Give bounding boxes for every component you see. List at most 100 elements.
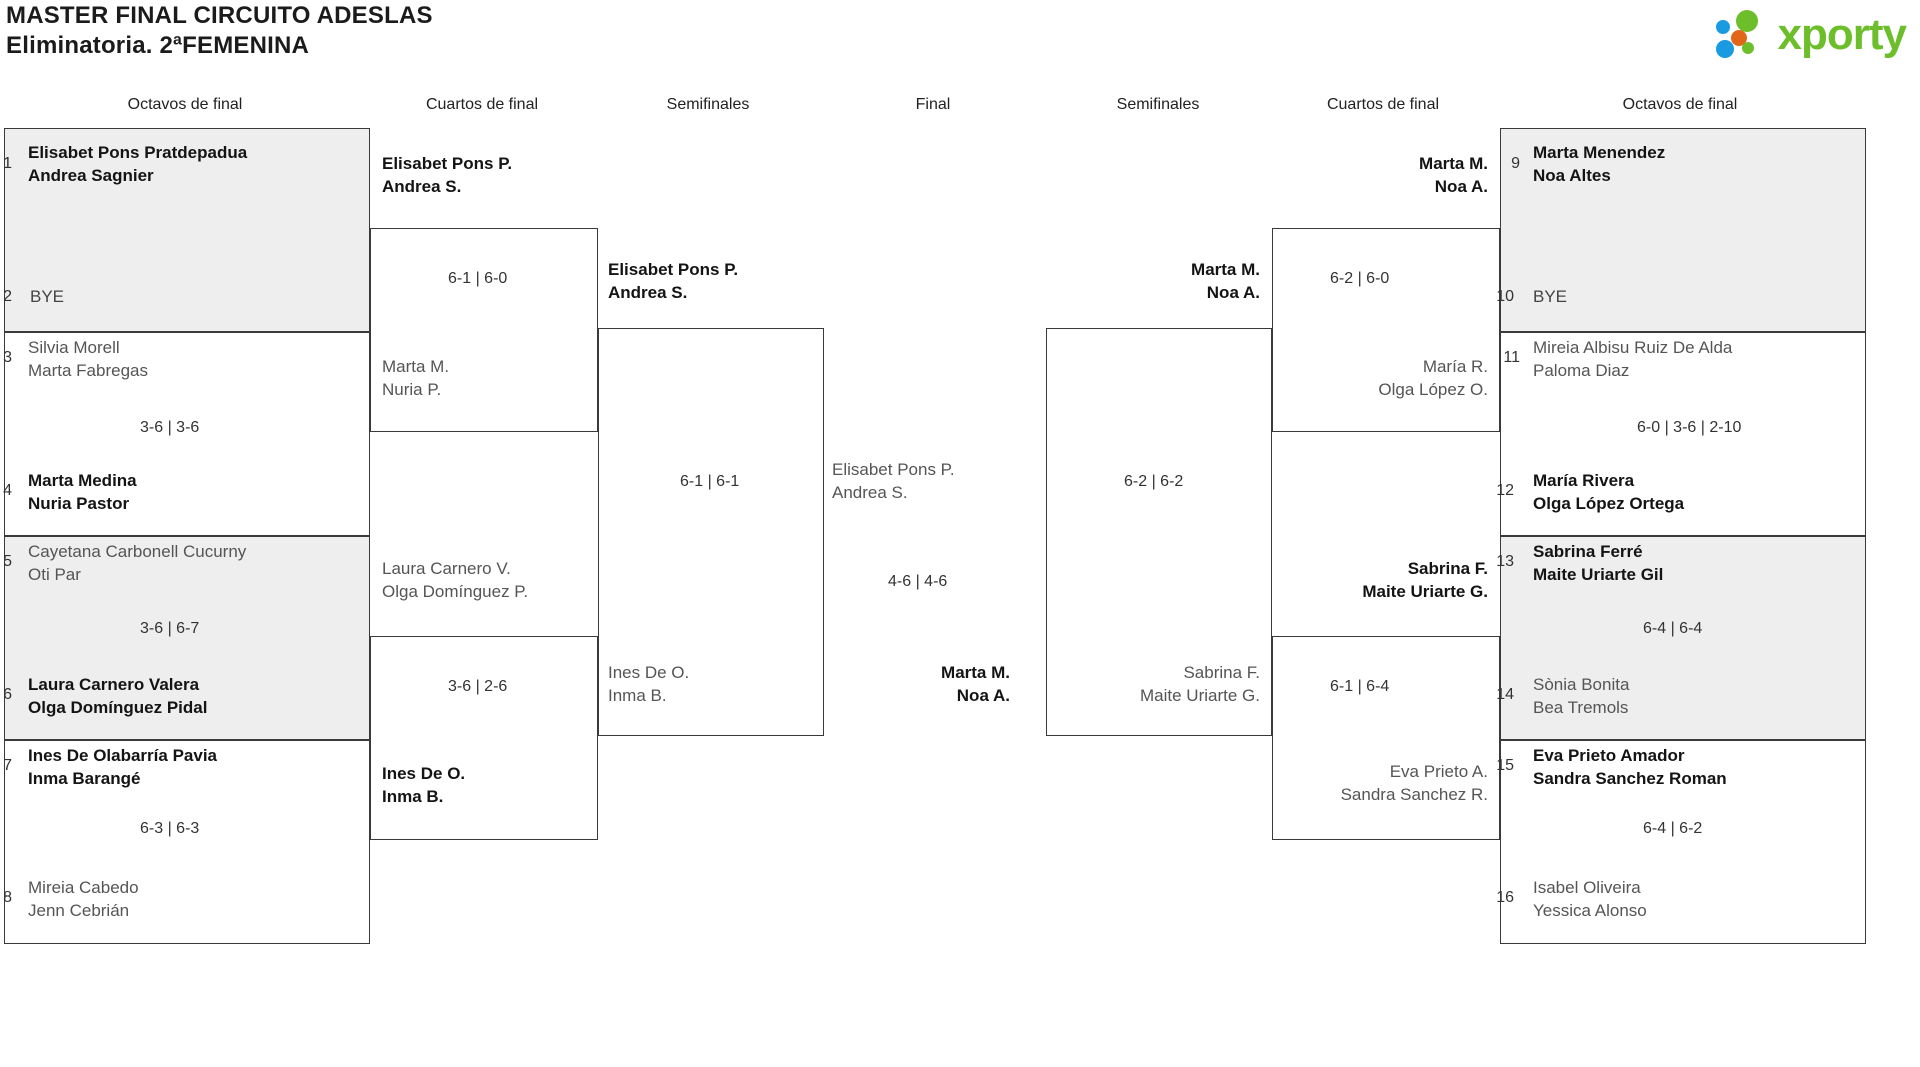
- right-seed-14: 14: [1496, 686, 1514, 703]
- left-seed-6: 6: [3, 686, 12, 703]
- right-r16-score-2: 6-0 | 3-6 | 2-10: [1637, 419, 1742, 436]
- player-name: Nuria P.: [382, 380, 442, 399]
- page-title: MASTER FINAL CIRCUITO ADESLAS: [6, 2, 433, 29]
- right-seed-9: 9: [1511, 155, 1520, 172]
- xporty-logo[interactable]: xporty: [1715, 8, 1907, 62]
- player-name: Inma Barangé: [28, 769, 141, 788]
- right-qf-match-2[interactable]: [1272, 636, 1500, 840]
- left-r16-team-7: Ines De Olabarría Pavia Inma Barangé: [28, 744, 217, 790]
- left-sf-team-1: Elisabet Pons P. Andrea S.: [608, 258, 738, 304]
- right-r16-match-1[interactable]: [1500, 128, 1866, 332]
- player-name: Sabrina F.: [1407, 559, 1488, 578]
- left-r16-team-6: Laura Carnero Valera Olga Domínguez Pida…: [28, 673, 207, 719]
- player-name: Inma B.: [608, 686, 667, 705]
- left-qf-match-2[interactable]: [370, 636, 598, 840]
- left-qf-score-1: 6-1 | 6-0: [448, 270, 508, 287]
- player-name: Nuria Pastor: [28, 494, 130, 513]
- right-sf-match[interactable]: [1046, 328, 1272, 736]
- player-name: Maite Uriarte G.: [1140, 686, 1260, 705]
- right-r16-team-11: Mireia Albisu Ruiz De Alda Paloma Diaz: [1533, 336, 1732, 382]
- player-name: Isabel Oliveira: [1533, 878, 1641, 897]
- player-name: Olga Domínguez Pidal: [28, 698, 208, 717]
- left-r16-team-3: Silvia Morell Marta Fabregas: [28, 336, 148, 382]
- right-r16-match-3[interactable]: [1500, 536, 1866, 740]
- player-name: Maite Uriarte G.: [1362, 582, 1488, 601]
- left-qf-team-1: Elisabet Pons P. Andrea S.: [382, 152, 512, 198]
- player-name: Silvia Morell: [28, 338, 120, 357]
- player-name: Olga López O.: [1378, 380, 1488, 399]
- right-sf-score: 6-2 | 6-2: [1124, 473, 1184, 490]
- right-qf-team-4: Eva Prieto A. Sandra Sanchez R.: [1308, 760, 1488, 806]
- player-name: Sabrina Ferré: [1533, 542, 1643, 561]
- left-seed-3: 3: [3, 349, 12, 366]
- left-r16-team-8: Mireia Cabedo Jenn Cebrián: [28, 876, 139, 922]
- player-name: Ines De O.: [382, 764, 466, 783]
- round-header-cuartos-right: Cuartos de final: [1326, 96, 1440, 113]
- right-r16-score-4: 6-4 | 6-2: [1643, 820, 1703, 837]
- right-qf-match-1[interactable]: [1272, 228, 1500, 432]
- right-r16-team-9: Marta Menendez Noa Altes: [1533, 141, 1665, 187]
- left-r16-score-3: 3-6 | 6-7: [140, 620, 200, 637]
- player-name: Paloma Diaz: [1533, 361, 1630, 380]
- left-seed-4: 4: [3, 482, 12, 499]
- left-qf-score-2: 3-6 | 2-6: [448, 678, 508, 695]
- player-name: Andrea S.: [832, 483, 908, 502]
- player-name: Marta M.: [941, 663, 1010, 682]
- player-name: Cayetana Carbonell Cucurny: [28, 542, 247, 561]
- left-r16-match-1[interactable]: [4, 128, 370, 332]
- left-r16-team-1: Elisabet Pons Pratdepadua Andrea Sagnier: [28, 141, 247, 187]
- left-seed-2: 2: [3, 288, 12, 305]
- right-r16-match-4[interactable]: [1500, 740, 1866, 944]
- right-r16-match-2[interactable]: [1500, 332, 1866, 536]
- round-header-final: Final: [915, 96, 951, 113]
- player-name: Sandra Sanchez Roman: [1533, 769, 1727, 788]
- player-name: Marta Fabregas: [28, 361, 148, 380]
- left-r16-match-2[interactable]: [4, 332, 370, 536]
- left-r16-match-3[interactable]: [4, 536, 370, 740]
- right-seed-16: 16: [1496, 889, 1514, 906]
- player-name: María R.: [1422, 357, 1488, 376]
- player-name: Noa A.: [1206, 283, 1260, 302]
- left-seed-8: 8: [3, 889, 12, 906]
- round-header-cuartos-left: Cuartos de final: [425, 96, 539, 113]
- player-name: Elisabet Pons P.: [382, 154, 513, 173]
- player-name: Inma B.: [382, 787, 444, 806]
- right-qf-team-3: Sabrina F. Maite Uriarte G.: [1308, 557, 1488, 603]
- right-r16-score-3: 6-4 | 6-4: [1643, 620, 1703, 637]
- right-qf-score-2: 6-1 | 6-4: [1330, 678, 1390, 695]
- page-subtitle: Eliminatoria. 2ªFEMENINA: [6, 32, 310, 59]
- left-r16-team-4: Marta Medina Nuria Pastor: [28, 469, 137, 515]
- player-name: Olga Domínguez P.: [382, 582, 529, 601]
- right-qf-team-2: María R. Olga López O.: [1318, 355, 1488, 401]
- player-name: Eva Prieto A.: [1389, 762, 1488, 781]
- left-qf-team-2: Marta M. Nuria P.: [382, 355, 449, 401]
- left-qf-match-1[interactable]: [370, 228, 598, 432]
- player-name: Maite Uriarte Gil: [1533, 565, 1664, 584]
- player-name: Marta Medina: [28, 471, 137, 490]
- player-name: Mireia Cabedo: [28, 878, 139, 897]
- player-name: Jenn Cebrián: [28, 901, 130, 920]
- player-name: Sandra Sanchez R.: [1340, 785, 1488, 804]
- player-name: Bea Tremols: [1533, 698, 1629, 717]
- player-name: María Rivera: [1533, 471, 1635, 490]
- round-header-semifinales-left: Semifinales: [666, 96, 750, 113]
- left-qf-team-3: Laura Carnero V. Olga Domínguez P.: [382, 557, 528, 603]
- right-qf-score-1: 6-2 | 6-0: [1330, 270, 1390, 287]
- player-name: Elisabet Pons Pratdepadua: [28, 143, 248, 162]
- right-r16-team-14: Sònia Bonita Bea Tremols: [1533, 673, 1629, 719]
- right-seed-12: 12: [1496, 482, 1514, 499]
- left-sf-match[interactable]: [598, 328, 824, 736]
- left-seed-5: 5: [3, 553, 12, 570]
- player-name: Laura Carnero V.: [382, 559, 511, 578]
- left-seed-7: 7: [3, 757, 12, 774]
- left-r16-score-4: 6-3 | 6-3: [140, 820, 200, 837]
- left-r16-match-4[interactable]: [4, 740, 370, 944]
- player-name: Laura Carnero Valera: [28, 675, 200, 694]
- left-seed-1: 1: [3, 155, 12, 172]
- right-seed-15: 15: [1496, 757, 1514, 774]
- player-name: Marta M.: [1419, 154, 1488, 173]
- logo-wordmark: xporty: [1777, 10, 1907, 59]
- round-header-octavos-left: Octavos de final: [127, 96, 243, 113]
- left-r16-team-2: BYE: [30, 287, 65, 306]
